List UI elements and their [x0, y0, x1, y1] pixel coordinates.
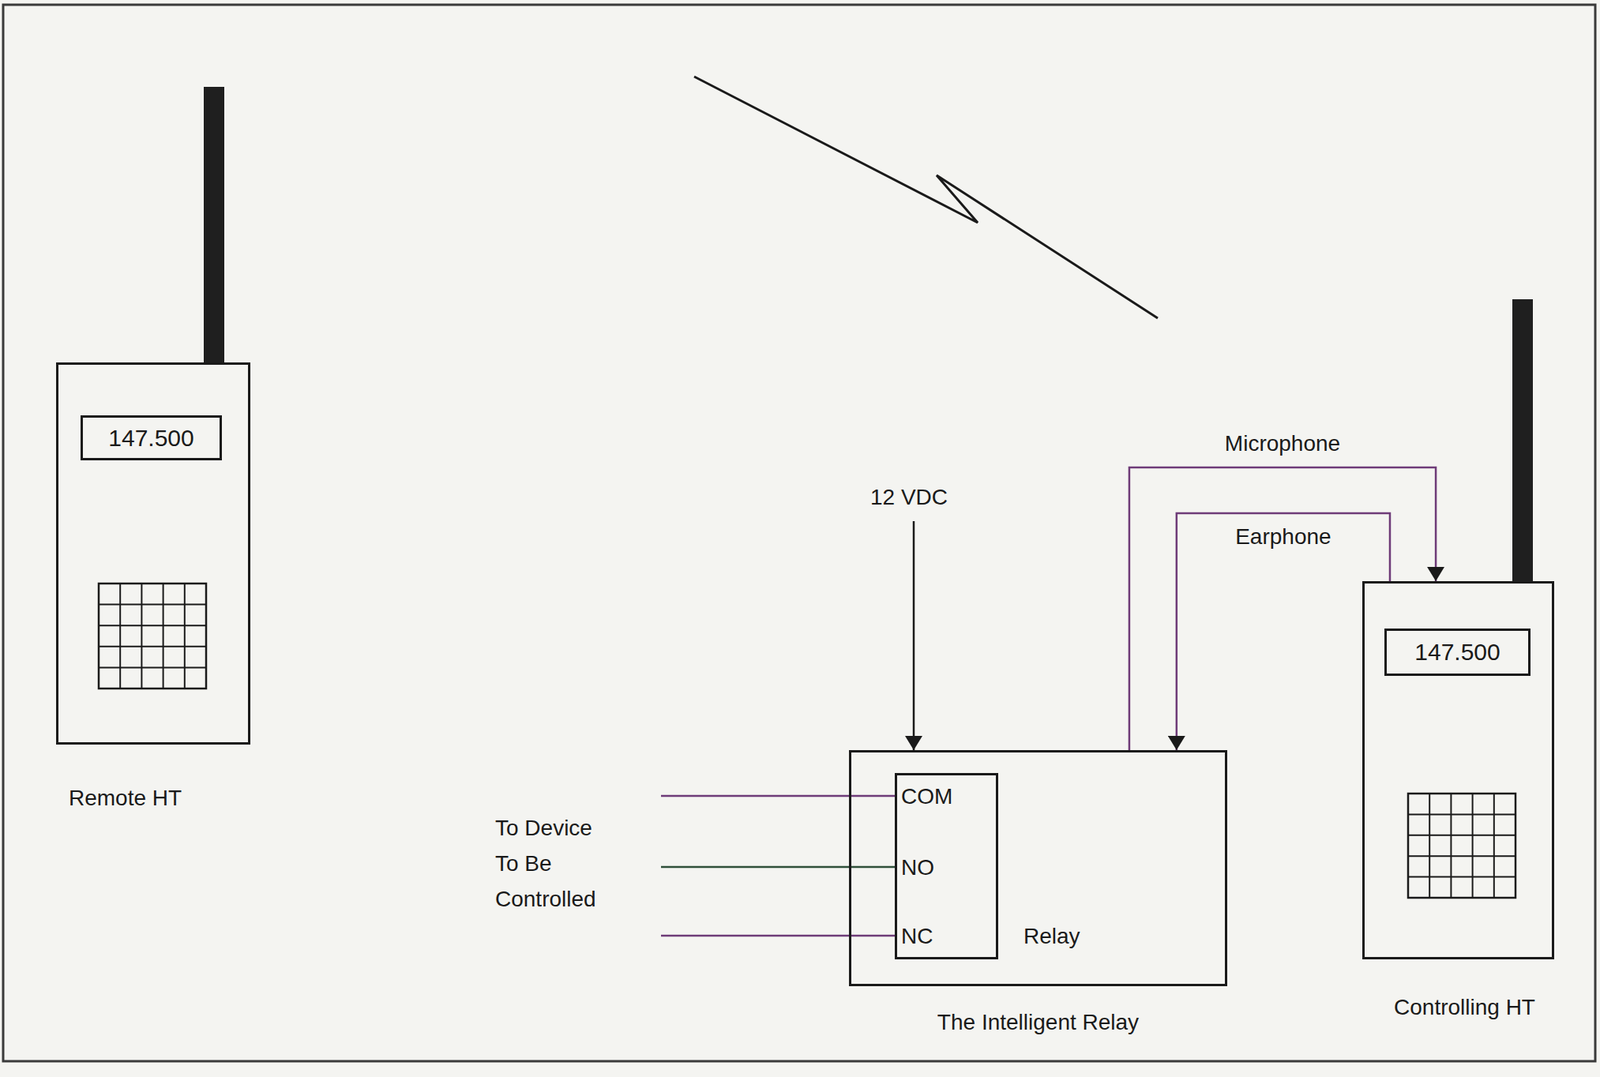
label-slot: Microphone	[1164, 430, 1401, 458]
text-slot: 147.500	[82, 417, 220, 459]
keypad-line	[98, 624, 207, 627]
keypad-line	[1428, 793, 1431, 898]
edge-label: Microphone	[1164, 430, 1401, 458]
pin-name: COM	[901, 783, 953, 811]
radio-display: 147.500	[80, 415, 222, 461]
antenna	[203, 86, 225, 363]
radio-label: Controlling HT	[1219, 994, 1600, 1022]
keypad	[1408, 793, 1516, 898]
keypad-line	[1408, 813, 1516, 816]
keypad-line	[140, 583, 143, 689]
frequency: 147.500	[108, 424, 194, 452]
edge-label: Earphone	[1164, 523, 1402, 551]
radio-body: 147.500Controlling HT	[1362, 581, 1555, 960]
signal-line	[1129, 467, 1436, 751]
keypad	[98, 583, 207, 689]
keypad-line	[98, 604, 207, 606]
keypad-line	[162, 583, 165, 689]
keypad-line	[98, 646, 207, 648]
part-name: Relay	[1023, 923, 1081, 951]
radio-display: 147.500	[1384, 628, 1531, 677]
supply-label: 12 VDC	[870, 484, 948, 511]
relay-box: COMNONCRelayThe Intelligent Relay	[848, 750, 1228, 987]
antenna	[1512, 299, 1533, 582]
keypads	[98, 583, 1516, 898]
keypad-line	[98, 666, 207, 669]
text-slot: Relay	[1023, 923, 1081, 951]
text-slot: 147.500	[1386, 630, 1529, 674]
wire	[661, 866, 895, 869]
keypad-line	[1408, 876, 1516, 879]
radio-link-bolt	[694, 76, 1158, 319]
label-slot: 12 VDC	[870, 484, 948, 511]
wire	[661, 935, 895, 938]
power-arrow	[912, 521, 916, 751]
keypad-outline	[98, 583, 207, 689]
radio-label: Remote HT	[68, 784, 182, 812]
keypad-line	[119, 583, 121, 689]
keypad-line	[1493, 793, 1495, 898]
keypad-line	[1449, 793, 1452, 898]
frame	[3, 4, 1596, 1062]
radio-body: 147.500Remote HT	[56, 362, 251, 745]
keypad-line	[1408, 855, 1516, 857]
relay-title: The Intelligent Relay	[693, 1009, 1383, 1037]
keypad-line	[1408, 834, 1516, 837]
text-slot: The Intelligent Relay	[693, 1009, 1383, 1037]
keypad-line	[1472, 793, 1474, 898]
text-slot: COM	[901, 783, 953, 811]
wire	[661, 795, 895, 798]
label-slot: Earphone	[1164, 523, 1402, 551]
pin-name: NO	[901, 854, 935, 882]
text-slot: Remote HT	[68, 784, 182, 812]
device-note: To Device To Be Controlled	[495, 810, 603, 917]
text-slot: NO	[901, 854, 935, 882]
text-slot: NC	[901, 923, 933, 951]
frequency: 147.500	[1414, 638, 1500, 666]
keypad-line	[184, 583, 186, 689]
keypad-outline	[1408, 793, 1516, 898]
relay-contacts: COMNONCRelay	[894, 773, 999, 960]
label-slot: To Device To Be Controlled	[495, 810, 603, 917]
pin-name: NC	[901, 923, 933, 951]
text-slot: Controlling HT	[1219, 994, 1600, 1022]
